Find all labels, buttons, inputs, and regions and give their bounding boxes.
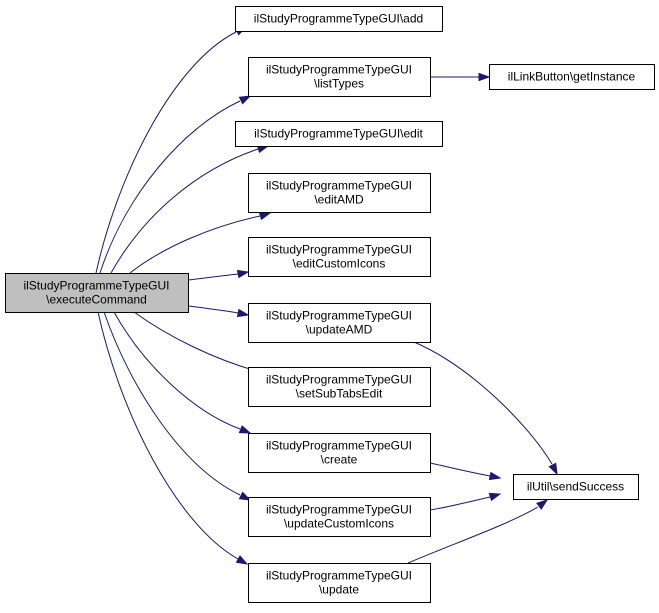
- node-label-line: ilStudyProgrammeTypeGUI: [266, 309, 412, 323]
- edge-line: [429, 496, 491, 511]
- node-label-line: \update: [319, 583, 359, 597]
- node-label-line: ilStudyProgrammeTypeGUI\edit: [254, 127, 423, 141]
- node-label-line: ilStudyProgrammeTypeGUI: [266, 63, 412, 77]
- node-getInstance[interactable]: ilLinkButton\getInstance: [489, 64, 655, 90]
- edge-updateCustomIcons-to-sendSuccess: [429, 492, 502, 511]
- edge-root-to-create: [113, 311, 252, 434]
- node-update[interactable]: ilStudyProgrammeTypeGUI\update: [248, 563, 431, 603]
- node-box: [235, 121, 443, 147]
- node-label-line: ilLinkButton\getInstance: [508, 70, 636, 84]
- edge-line: [103, 311, 241, 496]
- edge-line: [187, 305, 239, 314]
- node-label-line: \editCustomIcons: [293, 257, 386, 271]
- node-label-line: \create: [321, 453, 358, 467]
- edge-line: [187, 273, 239, 281]
- edge-line: [110, 148, 259, 274]
- node-label-line: \editAMD: [314, 193, 364, 207]
- edge-root-to-update: [97, 311, 249, 565]
- node-label-line: ilStudyProgrammeTypeGUI: [266, 373, 412, 387]
- edge-arrowhead: [235, 555, 249, 565]
- node-setSubTabsEdit[interactable]: ilStudyProgrammeTypeGUI\setSubTabsEdit: [248, 367, 431, 407]
- node-box: [248, 433, 431, 473]
- edge-arrowhead: [488, 492, 502, 502]
- node-label-line: \updateAMD: [306, 323, 373, 337]
- edge-root-to-editCustomIcons: [187, 269, 250, 281]
- edge-updateAMD-to-sendSuccess: [413, 341, 558, 476]
- node-box: [235, 6, 443, 32]
- node-sendSuccess[interactable]: ilUtil\sendSuccess: [513, 474, 639, 500]
- node-box: [248, 303, 431, 343]
- edge-line: [95, 31, 237, 274]
- node-label-line: ilStudyProgrammeTypeGUI: [266, 439, 412, 453]
- nodes-layer: ilStudyProgrammeTypeGUI\executeCommandil…: [5, 6, 655, 603]
- edge-root-to-updateCustomIcons: [103, 311, 252, 501]
- edge-arrowhead: [548, 462, 558, 476]
- edge-arrowhead: [236, 308, 250, 318]
- node-label-line: \listTypes: [314, 77, 364, 91]
- edge-line: [413, 341, 553, 465]
- edge-arrowhead: [536, 499, 549, 510]
- edge-line: [429, 462, 491, 477]
- node-label-line: ilUtil\sendSuccess: [527, 480, 624, 494]
- node-updateAMD[interactable]: ilStudyProgrammeTypeGUI\updateAMD: [248, 303, 431, 343]
- node-label-line: \updateCustomIcons: [284, 517, 394, 531]
- node-listTypes[interactable]: ilStudyProgrammeTypeGUI\listTypes: [248, 57, 431, 97]
- edge-arrowhead: [238, 425, 252, 434]
- node-box: [248, 497, 431, 537]
- node-label-line: \executeCommand: [46, 293, 147, 307]
- edge-arrowhead: [258, 211, 272, 221]
- node-editAMD[interactable]: ilStudyProgrammeTypeGUI\editAMD: [248, 173, 431, 213]
- node-label-line: \setSubTabsEdit: [296, 387, 383, 401]
- node-box: [489, 64, 655, 90]
- edge-arrowhead: [238, 95, 252, 105]
- node-label-line: ilStudyProgrammeTypeGUI: [266, 243, 412, 257]
- node-box: [5, 273, 189, 313]
- edge-root-to-edit: [110, 144, 270, 274]
- edge-root-to-listTypes: [99, 95, 252, 274]
- edge-arrowhead: [478, 72, 491, 82]
- node-edit[interactable]: ilStudyProgrammeTypeGUI\edit: [235, 121, 443, 147]
- edge-create-to-sendSuccess: [429, 462, 502, 481]
- node-box: [248, 563, 431, 603]
- edge-line: [129, 215, 261, 274]
- node-box: [248, 57, 431, 97]
- node-updateCustomIcons[interactable]: ilStudyProgrammeTypeGUI\updateCustomIcon…: [248, 497, 431, 537]
- edge-root-to-updateAMD: [187, 305, 250, 318]
- node-add[interactable]: ilStudyProgrammeTypeGUI\add: [235, 6, 443, 32]
- node-label-line: ilStudyProgrammeTypeGUI: [266, 569, 412, 583]
- node-label-line: ilStudyProgrammeTypeGUI: [266, 503, 412, 517]
- edge-line: [99, 100, 241, 274]
- edge-line: [113, 311, 241, 430]
- edge-arrowhead: [236, 269, 250, 279]
- node-root[interactable]: ilStudyProgrammeTypeGUI\executeCommand: [5, 273, 189, 313]
- edge-root-to-add: [95, 26, 248, 274]
- edge-arrowhead: [238, 491, 252, 501]
- node-editCustomIcons[interactable]: ilStudyProgrammeTypeGUI\editCustomIcons: [248, 237, 431, 277]
- edge-line: [407, 506, 539, 564]
- node-label-line: ilStudyProgrammeTypeGUI\add: [254, 12, 423, 26]
- edge-line: [133, 311, 261, 373]
- node-box: [248, 367, 431, 407]
- edge-update-to-sendSuccess: [407, 499, 549, 564]
- node-box: [248, 173, 431, 213]
- node-label-line: ilStudyProgrammeTypeGUI: [266, 179, 412, 193]
- edge-line: [97, 311, 239, 560]
- node-box: [513, 474, 639, 500]
- edge-arrowhead: [488, 471, 502, 481]
- node-box: [248, 237, 431, 277]
- edge-listTypes-to-getInstance: [429, 72, 491, 82]
- node-label-line: ilStudyProgrammeTypeGUI: [23, 279, 169, 293]
- node-create[interactable]: ilStudyProgrammeTypeGUI\create: [248, 433, 431, 473]
